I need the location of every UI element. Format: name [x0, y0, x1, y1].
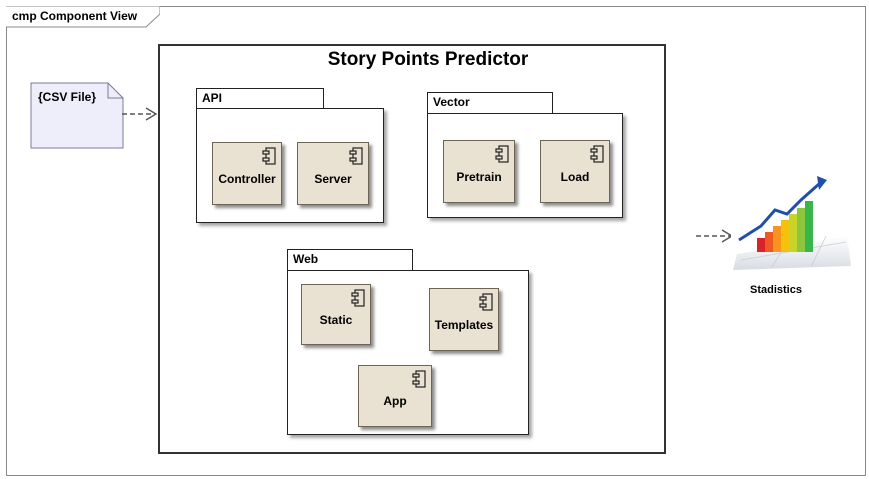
component-label: Templates [434, 317, 494, 332]
csv-file-note[interactable] [30, 82, 128, 150]
component-label: Load [560, 169, 590, 184]
component-icon [351, 289, 365, 307]
package-vector-tab [427, 92, 553, 113]
component-pretrain[interactable]: Pretrain [443, 140, 515, 203]
frame-tab-shape [6, 6, 160, 28]
package-web-tab [287, 249, 413, 270]
component-icon [349, 147, 363, 165]
statistics-label: Stadistics [750, 284, 802, 296]
component-server[interactable]: Server [297, 142, 369, 205]
dependency-arrow-output [696, 229, 734, 243]
package-vector-label: Vector [433, 95, 470, 109]
package-api-tab [196, 88, 324, 109]
component-label: Controller [218, 171, 276, 186]
component-icon [412, 370, 426, 388]
growth-bar-chart-icon [731, 170, 853, 272]
component-icon [479, 293, 493, 311]
component-controller[interactable]: Controller [212, 142, 282, 205]
component-load[interactable]: Load [540, 140, 610, 203]
diagram-frame [6, 6, 866, 476]
component-label: App [383, 394, 407, 408]
component-icon [262, 147, 276, 165]
component-icon [495, 145, 509, 163]
component-templates[interactable]: Templates [429, 288, 499, 351]
system-title: Story Points Predictor [327, 49, 529, 70]
component-label: Server [314, 171, 352, 186]
frame-label: cmp Component View [12, 9, 138, 23]
component-icon [590, 145, 604, 163]
component-app[interactable]: App [358, 365, 432, 427]
component-static[interactable]: Static [301, 284, 371, 345]
csv-file-label: {CSV File} [38, 90, 97, 104]
component-label: Pretrain [456, 169, 502, 184]
package-api-label: API [202, 91, 223, 105]
component-label: Static [319, 312, 353, 327]
dependency-arrow-input [122, 107, 158, 121]
package-web-label: Web [293, 252, 319, 266]
